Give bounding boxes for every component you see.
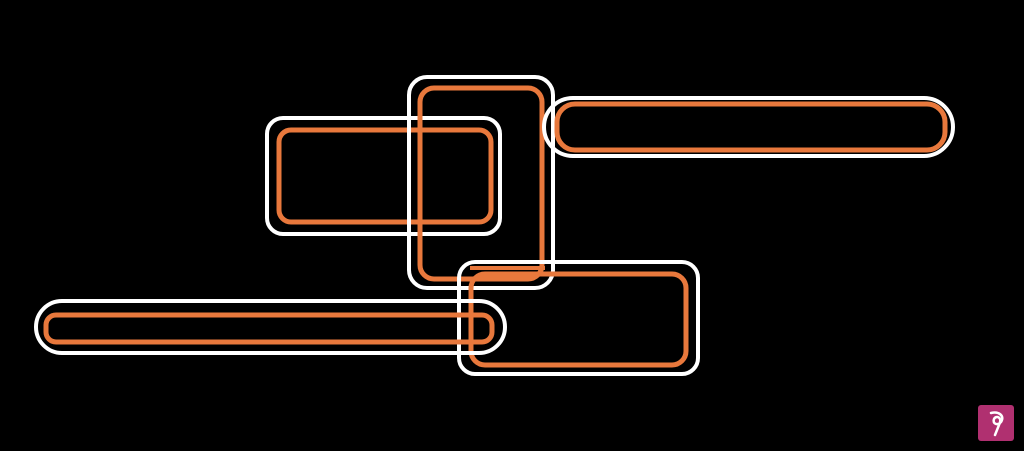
shape-right-capsule	[542, 96, 955, 158]
shape-tall-box	[407, 75, 555, 290]
logo-glyph	[989, 411, 1004, 437]
logo-icon	[978, 405, 1014, 441]
shape-left-capsule	[34, 299, 507, 355]
shape-left-box	[265, 116, 502, 236]
shape-lower-box	[457, 260, 700, 376]
